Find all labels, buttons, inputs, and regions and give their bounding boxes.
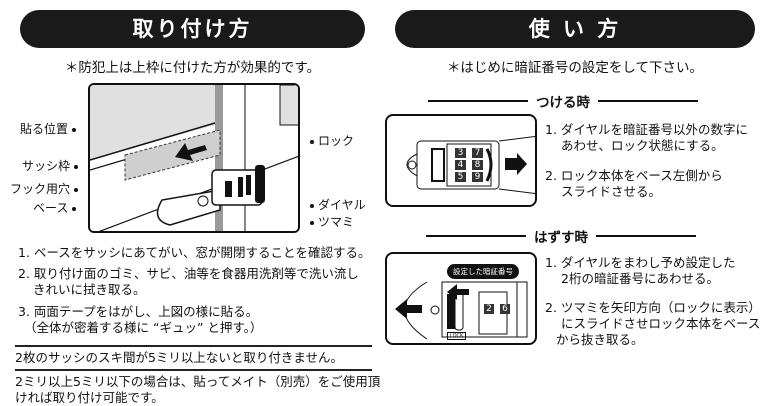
label-position: 貼る位置: [20, 120, 80, 137]
remove-diagram: 設定した暗証番号 2 6 LOCK: [385, 252, 537, 345]
attach-heading: つける時: [428, 91, 698, 111]
dial-digit: 6: [500, 304, 510, 314]
note-1: 2枚のサッシのスキ間が5ミリ以上ないと取り付きません。: [15, 350, 344, 365]
left-step-1: 1. ベースをサッシにあてがい、窓が開閉することを確認する。: [18, 245, 371, 260]
attach-step-2-cont: スライドさせる。: [561, 184, 662, 199]
left-step-3-cont: （全体が密着する様に “ギュッ” と押す。）: [24, 320, 263, 335]
left-step-2: 2. 取り付け面のゴミ、サビ、油等を食器用洗剤等で洗い流し: [18, 266, 359, 281]
left-step-2-cont: きれいに拭き取る。: [33, 282, 146, 297]
divider: [15, 369, 372, 371]
remove-step-1-cont: 2桁の暗証番号にあわせる。: [561, 271, 719, 286]
right-subtitle: ＊はじめに暗証番号の設定をして下さい。: [446, 60, 704, 76]
attach-step-1: 1. ダイヤルを暗証番号以外の数字に: [545, 122, 749, 137]
callout-badge: 設定した暗証番号: [447, 264, 519, 279]
left-title: 取り付け方: [20, 10, 365, 48]
note-3: ければ取り付け可能です。: [15, 390, 164, 405]
attach-step-1-cont: あわせ、ロック状態にする。: [561, 138, 724, 153]
remove-heading: はずす時: [426, 226, 696, 246]
right-title: 使 い 方: [395, 10, 755, 48]
dial-digit: 9: [472, 172, 483, 182]
divider: [15, 345, 372, 347]
left-subtitle: ＊防犯上は上枠に付けた方が効果的です。: [64, 60, 321, 76]
label-base: ベース: [33, 199, 80, 216]
dial-digit: 7: [472, 148, 483, 158]
note-2: 2ミリ以上5ミリ以下の場合は、貼ってメイト（別売）をご使用頂: [15, 374, 381, 389]
dial-digit: 5: [455, 172, 466, 182]
window-lock-illustration: [90, 85, 298, 231]
label-knob: ツマミ: [306, 213, 354, 230]
label-sash: サッシ枠: [22, 157, 82, 174]
dial-digit: 2: [484, 304, 494, 314]
label-lock: ロック: [306, 132, 354, 149]
lock-label: LOCK: [447, 332, 467, 340]
dial-digits: 2 6: [484, 304, 510, 314]
remove-step-2: 2. ツマミを矢印方向（ロックに表示）: [545, 300, 761, 315]
dial-digit: 8: [472, 160, 483, 170]
left-step-3: 3. 両面テープをはがし、上図の様に貼る。: [18, 304, 259, 319]
label-dial: ダイヤル: [306, 196, 366, 213]
dial-digits: 3 7 4 8 5 9: [455, 148, 483, 182]
label-hook-hole: フック用穴: [10, 180, 82, 197]
dial-digit: 4: [455, 160, 466, 170]
dial-digit: 3: [455, 148, 466, 158]
remove-step-1: 1. ダイヤルをまわし予め設定した: [545, 255, 736, 270]
attach-diagram: 3 7 4 8 5 9: [385, 114, 537, 207]
remove-step-2-cont: にスライドさせロック本体をベース: [561, 316, 761, 331]
installation-diagram: [88, 83, 300, 233]
remove-step-2-cont2: から抜き取る。: [556, 332, 644, 347]
attach-step-2: 2. ロック本体をベース左側から: [545, 168, 723, 183]
